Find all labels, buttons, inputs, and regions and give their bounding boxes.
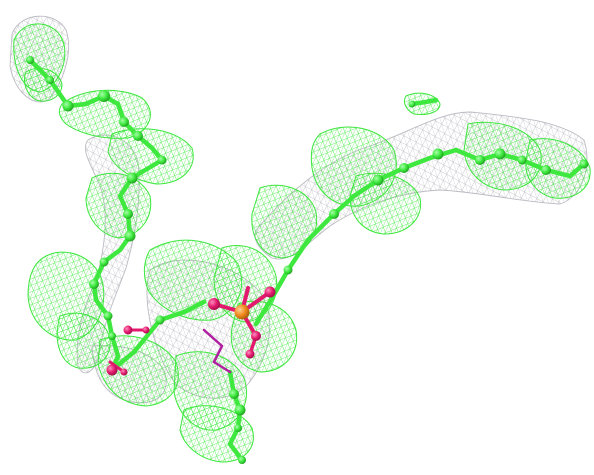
oxygen-atoms bbox=[106, 286, 276, 376]
carbon-atoms bbox=[26, 56, 589, 464]
phosphorus-atom bbox=[234, 304, 250, 320]
green-density-mesh bbox=[13, 23, 591, 463]
